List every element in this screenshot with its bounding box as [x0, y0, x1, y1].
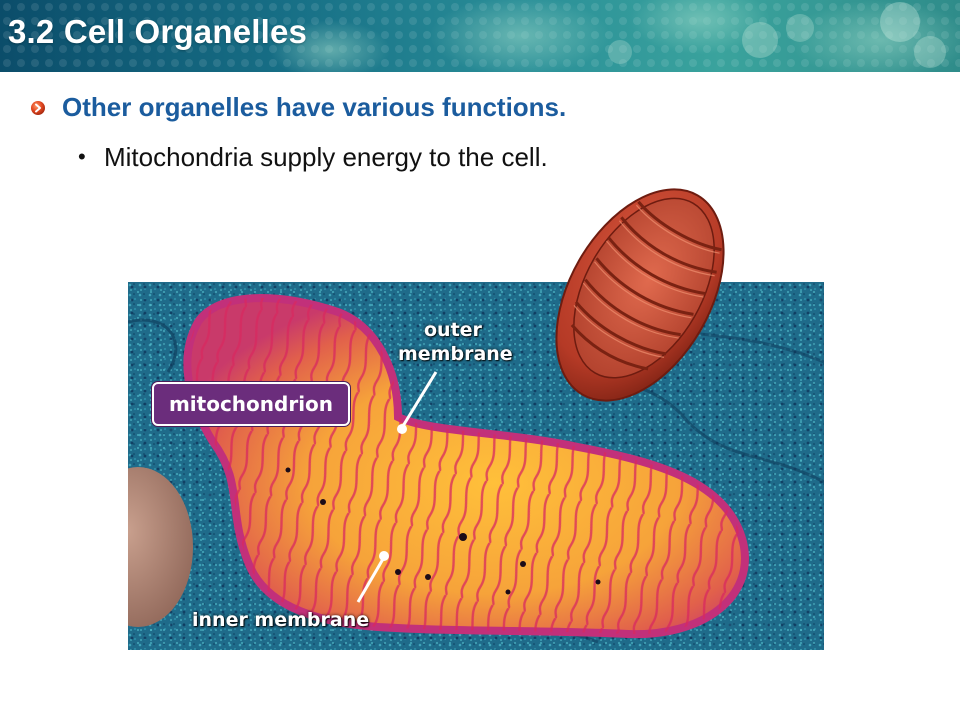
outer-membrane-label-line2: membrane	[398, 343, 513, 365]
dot-bullet-icon: •	[78, 144, 86, 169]
main-bullet: Other organelles have various functions.	[30, 92, 910, 126]
sub-bullet: • Mitochondria supply energy to the cell…	[78, 140, 878, 174]
sub-bullet-text: Mitochondria supply energy to the cell.	[104, 142, 548, 172]
header-banner: 3.2 Cell Organelles	[0, 0, 960, 72]
mitochondrion-label-box: mitochondrion	[152, 382, 350, 426]
header-texture	[0, 0, 960, 72]
inner-membrane-label: inner membrane	[192, 609, 370, 631]
mitochondrion-3d-illustration	[555, 188, 725, 402]
mitochondrion-label: mitochondrion	[168, 392, 334, 416]
orange-circle-bullet-icon	[31, 101, 45, 115]
outer-membrane-label-line1: outer	[424, 319, 482, 341]
main-bullet-text: Other organelles have various functions.	[62, 92, 567, 122]
page-title: 3.2 Cell Organelles	[8, 13, 308, 50]
